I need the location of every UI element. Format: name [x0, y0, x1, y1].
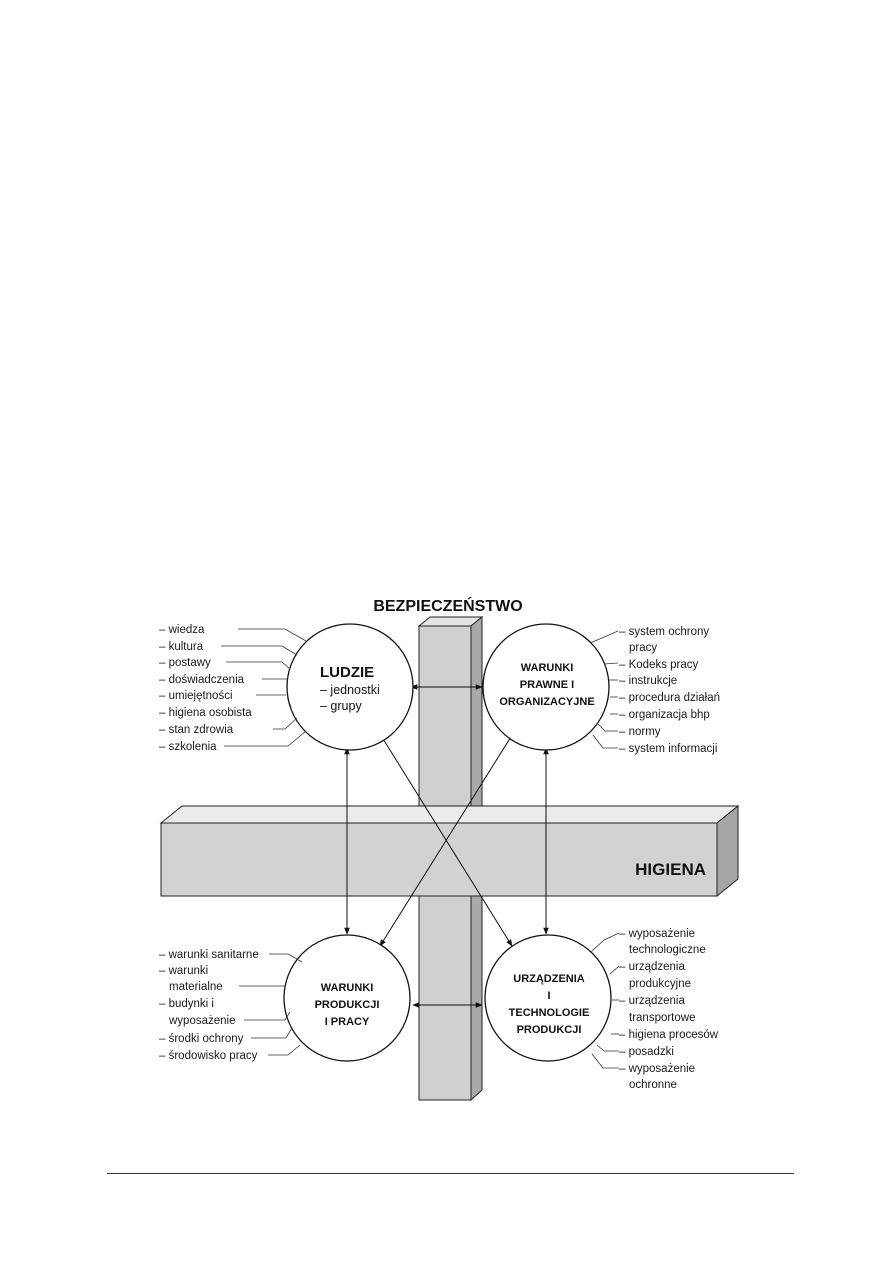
ludzie-item: – stan zdrowia [159, 724, 234, 736]
urzadzenia-item: – urządzenia [619, 995, 685, 1007]
urzadzenia-leaders [590, 932, 620, 1069]
beam-label: HIGIENA [635, 860, 706, 879]
ludzie-leaders [221, 628, 307, 747]
ludzie-item: – kultura [159, 641, 204, 653]
warunki-prawne-item: – normy [619, 726, 661, 738]
urzadzenia-line-4: PRODUKCJI [517, 1024, 582, 1036]
warunki-produkcji-item: – warunki sanitarne [159, 949, 259, 961]
warunki-produkcji-item: – środki ochrony [159, 1033, 244, 1045]
ludzie-item: – wiedza [159, 624, 205, 636]
urzadzenia-line-1: URZĄDZENIA [513, 973, 585, 985]
warunki-prawne-line-3: ORGANIZACYJNE [499, 696, 594, 708]
horizontal-beam: HIGIENA [159, 804, 740, 898]
warunki-produkcji-line-2: PRODUKCJI [315, 999, 380, 1011]
warunki-prawne-circle [482, 623, 610, 751]
warunki-prawne-leaders [589, 630, 619, 749]
urzadzenia-item: – posadzki [619, 1046, 674, 1058]
warunki-prawne-item: – instrukcje [619, 675, 677, 687]
ludzie-title: LUDZIE [320, 664, 374, 681]
urzadzenia-circle [484, 934, 612, 1062]
ludzie-item: – doświadczenia [159, 674, 245, 686]
urzadzenia-line-2: I [547, 990, 550, 1002]
warunki-prawne-item: – system ochrony [619, 626, 709, 638]
warunki-produkcji-item: materialne [169, 981, 223, 993]
warunki-produkcji-item: wyposażenie [168, 1015, 235, 1027]
urzadzenia-item: – urządzenia [619, 961, 685, 973]
warunki-prawne-item: – organizacja bhp [619, 709, 710, 721]
warunki-produkcji-leaders [239, 953, 303, 1056]
ludzie-item: – szkolenia [159, 741, 217, 753]
warunki-prawne-item: – procedura działań [619, 692, 720, 704]
warunki-prawne-item: – system informacji [619, 743, 717, 755]
warunki-produkcji-item: – warunki [159, 965, 208, 977]
warunki-prawne-line-1: WARUNKI [521, 662, 574, 674]
ludzie-line-1: – jednostki [320, 683, 380, 697]
warunki-prawne-line-2: PRAWNE I [520, 679, 574, 691]
warunki-prawne-item: – Kodeks pracy [619, 659, 699, 671]
diagram-title: BEZPIECZEŃSTWO [373, 596, 522, 615]
ludzie-circle [286, 623, 414, 751]
ludzie-line-2: – grupy [320, 699, 362, 713]
warunki-produkcji-item: – środowisko pracy [159, 1050, 258, 1062]
warunki-prawne-item: pracy [629, 642, 657, 654]
warunki-produkcji-line-3: I PRACY [325, 1016, 370, 1028]
urzadzenia-item: – wyposażenie [619, 928, 695, 940]
ludzie-item: – higiena osobista [159, 707, 252, 719]
ludzie-item: – postawy [159, 657, 211, 669]
ludzie-item: – umiejętności [159, 690, 233, 702]
urzadzenia-item: ochronne [629, 1079, 677, 1091]
urzadzenia-item: produkcyjne [629, 978, 691, 990]
urzadzenia-item: technologiczne [629, 944, 706, 956]
footer-rule [107, 1173, 794, 1174]
warunki-produkcji-circle [283, 934, 411, 1062]
warunki-produkcji-line-1: WARUNKI [321, 982, 374, 994]
warunki-produkcji-item: – budynki i [159, 998, 214, 1010]
connection-arrows [344, 684, 549, 1008]
urzadzenia-item: – higiena procesów [619, 1029, 719, 1041]
urzadzenia-line-3: TECHNOLOGIE [509, 1007, 590, 1019]
urzadzenia-item: transportowe [629, 1012, 695, 1024]
urzadzenia-item: – wyposażenie [619, 1063, 695, 1075]
